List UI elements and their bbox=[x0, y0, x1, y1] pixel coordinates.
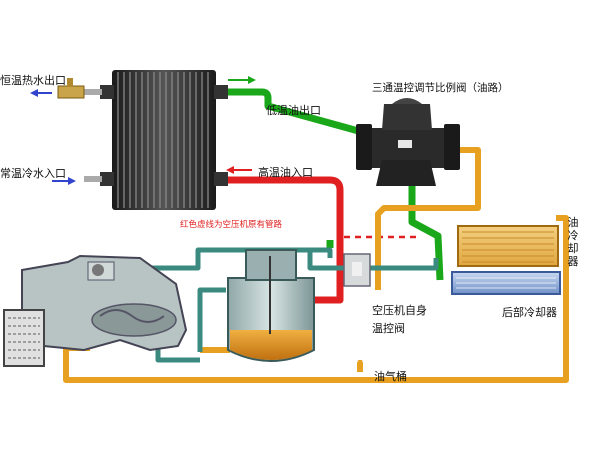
water-connections bbox=[57, 78, 102, 182]
label-three-way-valve: 三通温控调节比例阀（油路） bbox=[372, 82, 509, 94]
red-oil-pipe bbox=[228, 176, 344, 330]
label-after-cooler: 后部冷却器 bbox=[502, 306, 557, 319]
label-high-temp-oil-inlet: 高温油入口 bbox=[258, 166, 313, 179]
label-thermostat-valve-line1: 空压机自身 bbox=[372, 304, 427, 317]
three-way-valve bbox=[356, 98, 460, 186]
teal-pipes bbox=[142, 247, 439, 363]
arrow-blue-right-bottom bbox=[52, 177, 76, 185]
arrow-red-left bbox=[226, 166, 252, 174]
label-oil-cooler: 油冷却器 bbox=[567, 216, 579, 268]
after-cooler bbox=[451, 271, 561, 295]
label-red-dashed-note: 红色虚线为空压机原有管路 bbox=[180, 220, 283, 230]
thermostat-valve bbox=[343, 253, 371, 287]
arrow-green-right bbox=[228, 76, 256, 84]
label-hot-water-outlet: 恒温热水出口 bbox=[0, 74, 66, 87]
label-thermostat-valve-line2: 温控阀 bbox=[372, 322, 405, 335]
arrow-blue-left-top bbox=[30, 89, 52, 97]
label-oil-gas-tank: 油气桶 bbox=[374, 370, 407, 383]
label-low-temp-oil-outlet: 低温油出口 bbox=[266, 104, 321, 117]
air-compressor-head bbox=[21, 254, 188, 352]
air-filter bbox=[3, 309, 45, 367]
watermark-text: h .ih. m . sh l. om bbox=[330, 350, 472, 366]
green-oil-pipe bbox=[228, 88, 444, 281]
plate-heat-exchanger bbox=[100, 70, 228, 210]
label-cold-water-inlet: 常温冷水入口 bbox=[0, 167, 66, 180]
oil-cooler bbox=[457, 225, 559, 267]
oil-gas-tank bbox=[227, 249, 315, 362]
